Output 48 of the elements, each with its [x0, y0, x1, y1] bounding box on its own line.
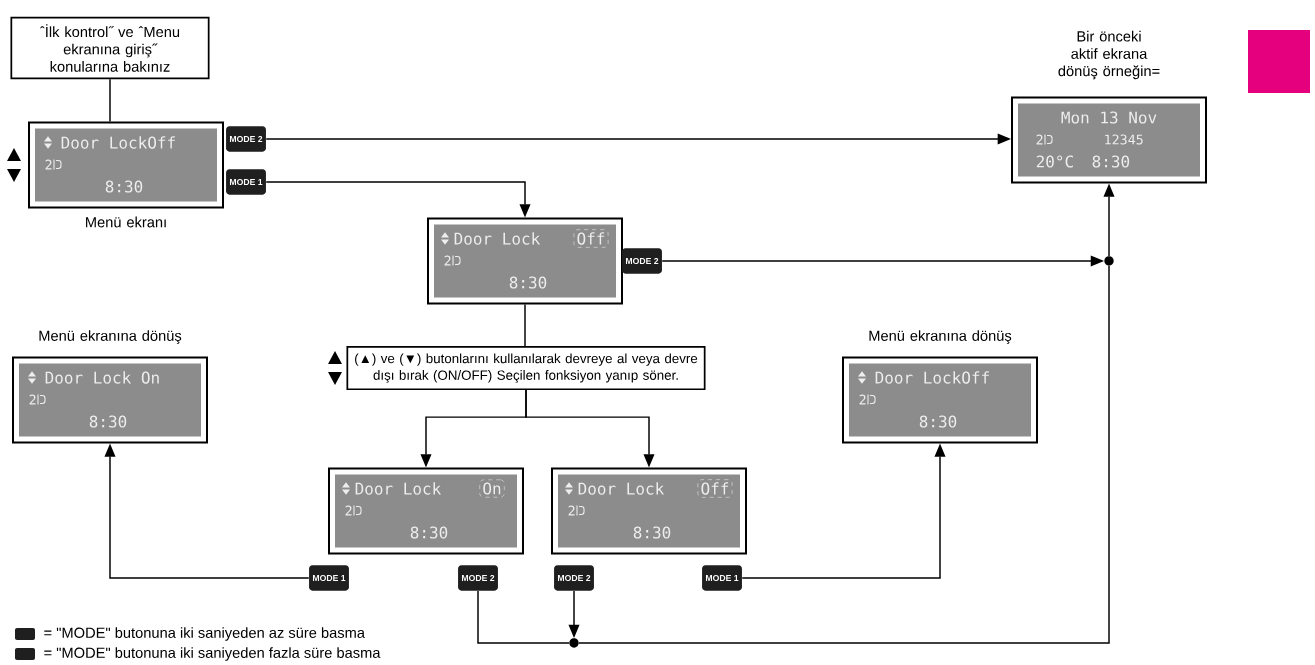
lcd-text: Door Lock: [578, 482, 665, 495]
lcd-screen: [12, 356, 208, 444]
screen-caption: Menü ekranına dönüş: [39, 330, 182, 344]
lcd-screen: [328, 467, 524, 555]
lcd-text: Door Lock: [454, 232, 541, 245]
screen-caption: Menü ekranına dönüş: [869, 330, 1012, 344]
lcd-text: 2: [568, 505, 575, 516]
lcd-screen: [842, 356, 1038, 444]
lcd-text: 8:30: [919, 415, 957, 428]
lcd-text: Door Lock On: [45, 371, 159, 384]
lcd-text: 2: [859, 394, 866, 405]
mode-button: MODE 2: [554, 565, 594, 591]
lcd-text: Off: [573, 229, 609, 248]
lcd-text: 8:30: [1092, 155, 1130, 168]
lcd-text: 2: [1036, 134, 1043, 145]
screen-caption: Bir önceki aktif ekrana dönüş örneğin=: [1058, 30, 1160, 80]
lcd-screen: [551, 467, 747, 555]
lcd-text: Door LockOff: [875, 371, 989, 384]
mode-button: MODE 2: [622, 248, 662, 274]
lcd-screen: [427, 217, 623, 305]
lcd-text: Off: [697, 479, 733, 498]
legend-text: = "MODE" butonuna iki saniyeden fazla süre basma: [44, 647, 381, 661]
lcd-text: 2: [45, 159, 52, 170]
mode-button: MODE 1: [702, 565, 742, 591]
lcd-text: 2: [345, 505, 352, 516]
lcd-text: 8:30: [105, 180, 143, 193]
screen-caption: Menü ekranı: [86, 216, 166, 228]
lcd-text: 8:30: [410, 526, 448, 539]
instruction-box: (▲) ve (▼) butonlarını kullanılarak devreye al veya devre dışı bırak (ON/OFF) Seçilen fonksiyon yanıp söner.: [346, 345, 706, 391]
lcd-text: Mon 13 Nov: [1061, 111, 1157, 124]
lcd-text: 2: [29, 394, 36, 405]
lcd-screen: [28, 121, 224, 209]
lcd-text: 20°C: [1036, 155, 1073, 168]
lcd-text: Door Lock: [355, 482, 442, 495]
lcd-text: 8:30: [633, 526, 671, 539]
lcd-text: 8:30: [89, 415, 127, 428]
lcd-screen: [1011, 96, 1207, 184]
legend-text: = "MODE" butonuna iki saniyeden az süre basma: [44, 627, 365, 641]
note-box: ˆİlk kontrol˝ ve ˆMenu ekranına giriş˝ konularına bakınız: [10, 16, 210, 80]
lcd-text: Door LockOff: [61, 136, 175, 149]
mode-button: MODE 2: [458, 565, 498, 591]
mode-button: MODE 2: [226, 126, 266, 152]
lcd-text: 12345: [1105, 134, 1143, 145]
mode-button: MODE 1: [226, 169, 266, 195]
lcd-text: On: [479, 479, 505, 498]
lcd-text: 8:30: [509, 276, 547, 289]
lcd-text: 2: [444, 255, 451, 266]
mode-button: MODE 1: [309, 565, 349, 591]
